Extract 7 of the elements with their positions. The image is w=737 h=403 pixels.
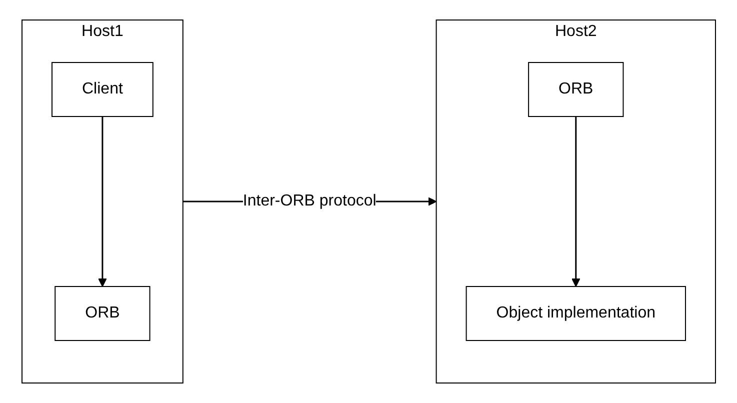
arrow	[98, 116, 107, 287]
node-box: Client	[51, 62, 154, 117]
node-box: ORB	[54, 286, 150, 341]
edge-label: Inter-ORB protocol	[242, 192, 376, 210]
node-box: ORB	[528, 62, 624, 117]
node-box: Object implementation	[466, 286, 686, 341]
arrow	[571, 116, 580, 287]
